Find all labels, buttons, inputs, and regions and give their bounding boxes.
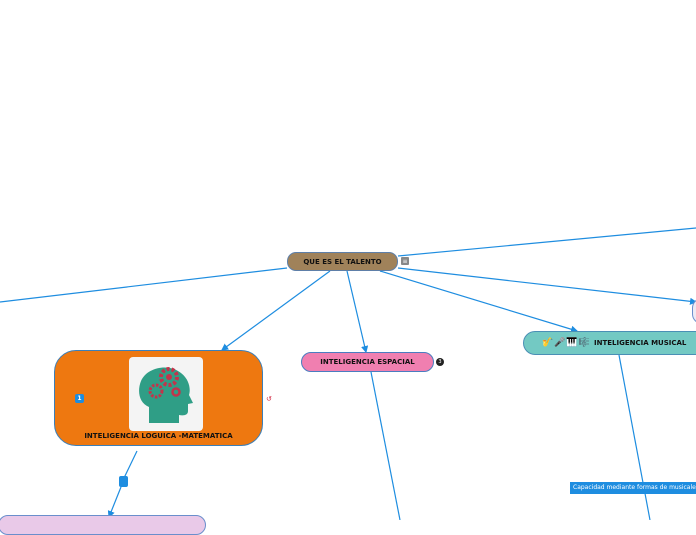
connector-lines (0, 227, 696, 520)
link-logic-down-b (107, 486, 122, 519)
subtopic-node[interactable] (0, 515, 206, 535)
central-topic-label: QUE ES EL TALENTO (303, 257, 382, 266)
link-root-right-oval (397, 267, 696, 305)
musical-label: INTELIGENCIA MUSICAL (594, 339, 687, 347)
musical-note-label[interactable]: Capacidad mediante formas de musicales (570, 482, 696, 494)
number-marker-icon[interactable]: 3 (436, 358, 444, 366)
link-root-left (0, 267, 288, 303)
link-spatial-down (370, 371, 401, 520)
link-root-spatial (346, 270, 369, 354)
instrument-icons: 🎷🎤🎹🎼 (542, 338, 591, 348)
head-gears-icon (129, 357, 203, 431)
link-icon[interactable]: ↺ (266, 395, 272, 403)
spatial-node[interactable]: INTELIGENCIA ESPACIAL (301, 352, 434, 372)
spatial-label: INTELIGENCIA ESPACIAL (320, 358, 415, 366)
link-root-topright (397, 227, 696, 257)
notes-icon[interactable]: ≡ (401, 257, 409, 265)
link-musical-down (618, 354, 651, 520)
central-topic-node[interactable]: QUE ES EL TALENTO (287, 252, 398, 271)
connector-badge[interactable] (119, 476, 128, 487)
link-root-musical (379, 270, 579, 333)
musical-node[interactable]: 🎷🎤🎹🎼 INTELIGENCIA MUSICAL (523, 331, 696, 355)
link-logic-down-a (123, 450, 138, 479)
number-badge[interactable]: 1 (75, 394, 84, 403)
logic-math-label: INTELIGENCIA LOGUICA -MATEMATICA (84, 432, 233, 440)
link-root-logic (221, 270, 331, 351)
logic-math-node[interactable]: INTELIGENCIA LOGUICA -MATEMATICA (54, 350, 263, 446)
